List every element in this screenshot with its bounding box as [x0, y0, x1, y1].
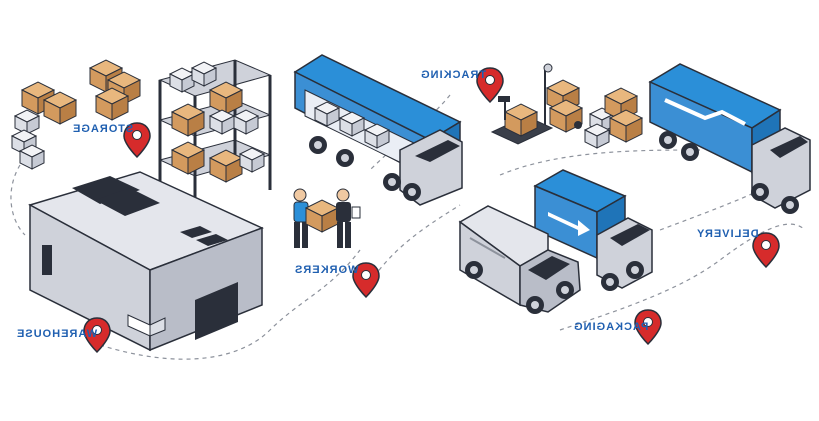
workers-label: WORKERS: [294, 264, 359, 276]
workers: [293, 188, 361, 248]
warehouse-label: WAREHOUSE: [16, 328, 98, 340]
truck-delivery: [648, 63, 811, 214]
warehouse-building: [28, 171, 264, 352]
tracking-label: TRACKING: [420, 69, 487, 81]
storage-label: STORAGE: [72, 123, 134, 135]
storage-boxes: [11, 59, 141, 170]
delivery-label: DELIVERY: [696, 228, 759, 240]
pallet-jack: [490, 96, 554, 145]
truck-loading: [293, 54, 463, 206]
box-stack: [584, 87, 643, 149]
packaging-label: PACKAGING: [573, 321, 649, 333]
van: [458, 205, 581, 314]
truck-packaging: [533, 169, 653, 291]
hand-truck: [543, 63, 583, 133]
storage-shelf: [158, 59, 272, 210]
